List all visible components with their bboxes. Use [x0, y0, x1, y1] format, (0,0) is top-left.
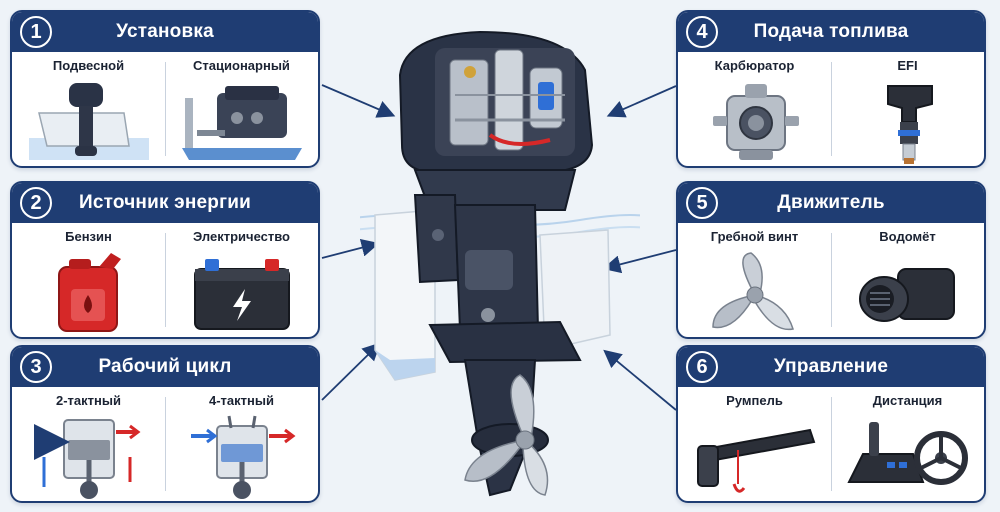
option-label: 4-тактный: [209, 393, 274, 408]
arrow-5: [602, 249, 677, 274]
card-energy-source: 2 Источник энергии Бензин Электричество: [10, 181, 320, 339]
option-label: Бензин: [65, 229, 112, 244]
option-gasoline: Бензин: [12, 223, 165, 337]
card-header: 3 Рабочий цикл: [12, 347, 318, 387]
card-title: Источник энергии: [78, 192, 251, 213]
arrow-2: [321, 238, 380, 259]
option-tiller: Румпель: [678, 387, 831, 501]
option-efi: EFI: [831, 52, 984, 166]
card-header: 4 Подача топлива: [678, 12, 984, 52]
card-header: 1 Установка: [12, 12, 318, 52]
card-title: Рабочий цикл: [98, 356, 232, 377]
water-jet-icon: [858, 268, 955, 322]
option-label: Гребной винт: [710, 229, 799, 244]
arrow-4: [606, 85, 677, 118]
option-label: 2-тактный: [56, 393, 121, 408]
option-label: Румпель: [726, 393, 783, 408]
arrow-3: [321, 342, 381, 401]
tiller-icon: [696, 429, 815, 494]
card-number: 2: [20, 187, 52, 219]
option-remote: Дистанция: [831, 387, 984, 501]
card-fuel-supply: 4 Подача топлива Карбюратор EFI: [676, 10, 986, 168]
option-outboard: Подвесной: [12, 52, 165, 166]
propeller-icon: [711, 252, 794, 331]
fuel-injector-icon: [886, 85, 933, 164]
outboard-boat-icon: [28, 83, 149, 160]
option-inboard: Стационарный: [165, 52, 318, 166]
card-installation: 1 Установка Подвесной Стационарный: [10, 10, 320, 168]
option-water-jet: Водомёт: [831, 223, 984, 337]
card-working-cycle: 3 Рабочий цикл 2-тактный 4-так: [10, 345, 320, 503]
option-propeller: Гребной винт: [678, 223, 831, 337]
card-title: Управление: [773, 356, 889, 377]
outboard-engine-illustration: [360, 30, 640, 497]
card-header: 2 Источник энергии: [12, 183, 318, 223]
card-number: 4: [686, 16, 718, 48]
card-number: 6: [686, 351, 718, 383]
card-number: 5: [686, 187, 718, 219]
card-header: 5 Движитель: [678, 183, 984, 223]
remote-control-icon: [846, 422, 968, 486]
card-title: Движитель: [777, 192, 885, 213]
four-stroke-piston-icon: [190, 416, 295, 500]
option-carburetor: Карбюратор: [678, 52, 831, 166]
arrow-1: [321, 84, 396, 118]
option-label: Карбюратор: [714, 58, 795, 73]
option-four-stroke: 4-тактный: [165, 387, 318, 501]
option-label: Электричество: [192, 229, 290, 244]
card-number: 3: [20, 351, 52, 383]
card-header: 6 Управление: [678, 347, 984, 387]
card-propulsion: 5 Движитель Гребной винт Водомёт: [676, 181, 986, 339]
carburetor-icon: [712, 84, 799, 160]
fuel-canister-icon: [57, 253, 121, 332]
arrow-6: [603, 349, 677, 411]
option-label: EFI: [897, 58, 918, 73]
option-label: Водомёт: [879, 229, 936, 244]
card-number: 1: [20, 16, 52, 48]
card-title: Подача топлива: [753, 21, 909, 42]
option-electric: Электричество: [165, 223, 318, 337]
option-label: Подвесной: [52, 58, 125, 73]
card-title: Установка: [116, 21, 214, 42]
inboard-engine-icon: [181, 86, 302, 160]
option-label: Стационарный: [193, 58, 290, 73]
battery-icon: [193, 259, 290, 330]
card-control: 6 Управление Румпель Дистанция: [676, 345, 986, 503]
option-label: Дистанция: [872, 393, 943, 408]
option-two-stroke: 2-тактный: [12, 387, 165, 501]
two-stroke-piston-icon: [33, 419, 140, 500]
